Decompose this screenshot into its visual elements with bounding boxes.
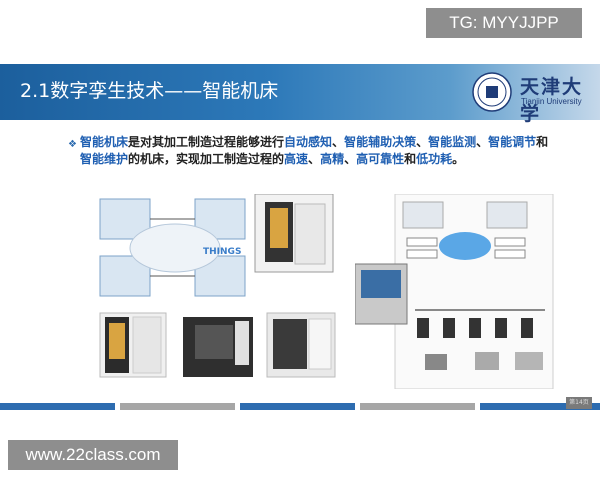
slide: 2.1数字孪生技术——智能机床 天津大学 Tianjin University … xyxy=(0,64,600,410)
footer-strip-1 xyxy=(0,403,115,410)
highlight-term: 智能维护 xyxy=(80,152,129,166)
left-diagram: THINGS xyxy=(99,194,334,297)
slide-title: 2.1数字孪生技术——智能机床 xyxy=(20,80,279,102)
highlight-term: 高可靠性 xyxy=(356,152,405,166)
cloud-icon xyxy=(439,232,491,260)
highlight-term: 智能调节 xyxy=(488,135,537,149)
university-logo-icon xyxy=(472,72,512,112)
bullet-segment: 、 xyxy=(476,135,489,149)
highlight-term: 低功耗 xyxy=(416,152,453,166)
page-number: 第14页 xyxy=(566,397,592,409)
machine-2 xyxy=(183,317,253,377)
machine-tools-row xyxy=(99,312,336,378)
right-diagram xyxy=(355,194,554,389)
watermark-bottom: www.22class.com xyxy=(8,440,178,470)
highlight-term: 智能机床 xyxy=(80,135,129,149)
bullet-segment: 是对其加工制造过程能够进行 xyxy=(128,135,285,149)
university-name-en: Tianjin University xyxy=(521,97,582,106)
bullet-diamond-icon: ❖ xyxy=(68,139,77,150)
bullet-segment: 的机床，实现加工制造过程的 xyxy=(128,152,285,166)
title-bar: 2.1数字孪生技术——智能机床 天津大学 Tianjin University xyxy=(0,64,600,125)
watermark-top: TG: MYYJJPP xyxy=(426,8,582,38)
bullet-segment: 、 xyxy=(332,135,345,149)
footer-strip-5 xyxy=(480,403,600,410)
highlight-term: 高精 xyxy=(320,152,345,166)
bullet-segment: 和 xyxy=(536,135,549,149)
highlight-term: 智能监测 xyxy=(428,135,477,149)
highlight-term: 高速 xyxy=(284,152,309,166)
bullet-segment: 、 xyxy=(416,135,429,149)
university-name-cn: 天津大学 xyxy=(520,76,584,125)
highlight-term: 自动感知 xyxy=(284,135,333,149)
diagram-box-top-mid xyxy=(194,198,246,240)
machine-1 xyxy=(99,312,167,378)
bullet-segment: 和 xyxy=(404,152,417,166)
footer-strip-2 xyxy=(120,403,235,410)
bullet-segment: 。 xyxy=(452,152,465,166)
network-cloud xyxy=(129,223,221,273)
bullet-segment: 、 xyxy=(308,152,321,166)
machine-3 xyxy=(266,312,336,378)
footer-strip-4 xyxy=(360,403,475,410)
footer-strip-3 xyxy=(240,403,355,410)
bullet-segment: 、 xyxy=(344,152,357,166)
bullet-text: 智能机床是对其加工制造过程能够进行自动感知、智能辅助决策、智能监测、智能调节和智… xyxy=(80,134,550,168)
highlight-term: 智能辅助决策 xyxy=(344,135,417,149)
cloud-text: THINGS xyxy=(203,247,241,257)
